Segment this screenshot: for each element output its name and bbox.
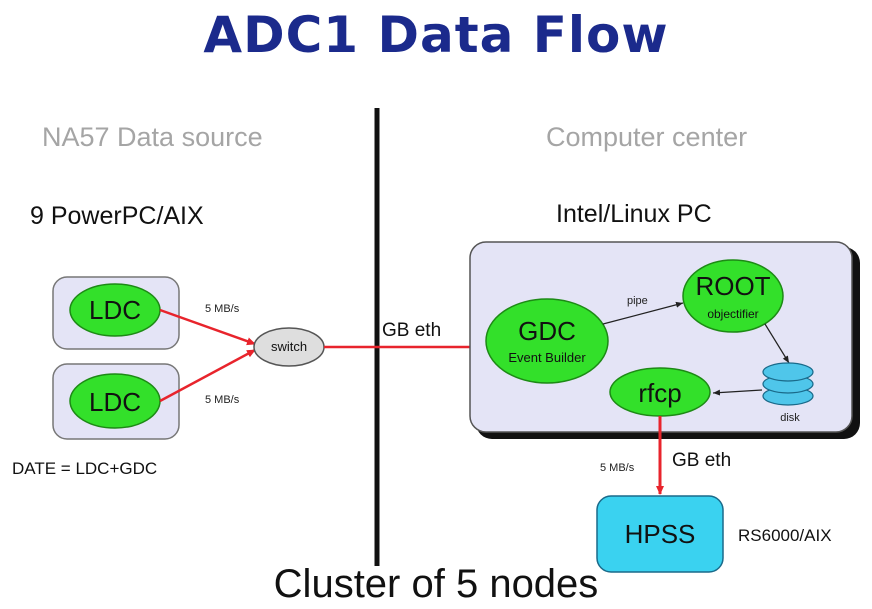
- hpss-box: [596, 495, 724, 573]
- disk-to-rfcp-arrow: [712, 389, 763, 396]
- data-source-heading: NA57 Data source: [42, 122, 263, 152]
- disk-icon: [762, 362, 814, 406]
- pipe-label: pipe: [627, 295, 648, 307]
- rate-bottom-label: 5 MB/s: [205, 394, 240, 406]
- gdc-label: GDC: [518, 316, 576, 346]
- gdc-sub-label: Event Builder: [508, 350, 586, 365]
- gb-eth-down-label: GB eth: [672, 450, 731, 471]
- page-title: ADC1 Data Flow: [203, 6, 669, 64]
- footer-caption: Cluster of 5 nodes: [273, 562, 599, 606]
- powerpc-label: 9 PowerPC/AIX: [30, 202, 204, 230]
- rate-down-label: 5 MB/s: [600, 462, 635, 474]
- ldc-top-arrow: [159, 308, 256, 346]
- disk-label: disk: [780, 412, 800, 424]
- root-to-disk-arrow: [764, 323, 790, 364]
- rate-top-label: 5 MB/s: [205, 303, 240, 315]
- root-node: [682, 259, 784, 333]
- ldc-bottom-label: LDC: [89, 387, 141, 417]
- rfcp-label: rfcp: [638, 378, 681, 408]
- switch-label: switch: [271, 339, 307, 354]
- ldc-top-label: LDC: [89, 295, 141, 325]
- pipe-arrow: [602, 301, 684, 325]
- ldc-bottom-arrow: [159, 348, 256, 403]
- gdc-node: [485, 298, 609, 384]
- computer-center-heading: Computer center: [546, 122, 748, 152]
- intel-linux-label: Intel/Linux PC: [556, 200, 712, 228]
- hpss-label: HPSS: [625, 519, 696, 549]
- date-note: DATE = LDC+GDC: [12, 459, 157, 478]
- root-label: ROOT: [695, 271, 770, 301]
- root-sub-label: objectifier: [707, 307, 758, 321]
- rs6000-label: RS6000/AIX: [738, 526, 832, 545]
- gb-eth-label: GB eth: [382, 320, 441, 341]
